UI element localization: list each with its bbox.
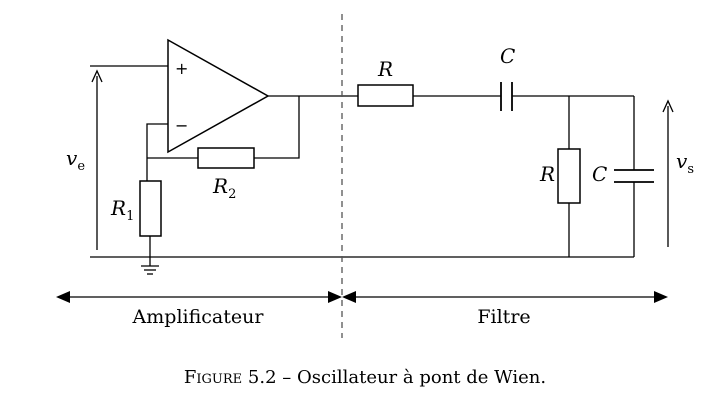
amplifier-span-right-head xyxy=(328,291,342,303)
r-series-label: R xyxy=(377,57,393,81)
c-series-label: C xyxy=(500,44,515,68)
amplifier-span-left-head xyxy=(56,291,70,303)
ve-label: ve xyxy=(66,146,85,174)
capacitor-c-series xyxy=(500,82,513,111)
ve-arrow-head xyxy=(91,69,103,83)
minus-input-wire xyxy=(146,123,168,181)
figure-caption: Figure 5.2 – Oscillateur à pont de Wien. xyxy=(184,367,546,388)
r-parallel-label: R xyxy=(539,162,555,186)
filter-span-right-head xyxy=(654,291,668,303)
resistor-r2 xyxy=(197,147,255,169)
amplifier-section-label: Amplificateur xyxy=(132,306,265,328)
caption-prefix: Figure xyxy=(184,367,242,388)
filter-section-label: Filtre xyxy=(477,306,530,328)
resistor-r-parallel xyxy=(557,148,581,204)
resistor-r-series xyxy=(357,84,414,107)
feedback-wire-right xyxy=(254,96,300,159)
op-amp xyxy=(167,38,270,154)
c-parallel-label: C xyxy=(592,162,607,186)
vs-label: vs xyxy=(676,149,694,177)
ground-icon xyxy=(141,265,159,275)
r2-label: R2 xyxy=(212,174,236,202)
capacitor-c-parallel xyxy=(614,169,654,183)
filter-span-left-head xyxy=(342,291,356,303)
r1-label: R1 xyxy=(110,196,134,224)
op-amp-minus-sign: − xyxy=(175,116,188,135)
vs-arrow-head xyxy=(662,99,674,113)
op-amp-plus-sign: + xyxy=(175,59,188,78)
resistor-r1 xyxy=(139,180,162,237)
